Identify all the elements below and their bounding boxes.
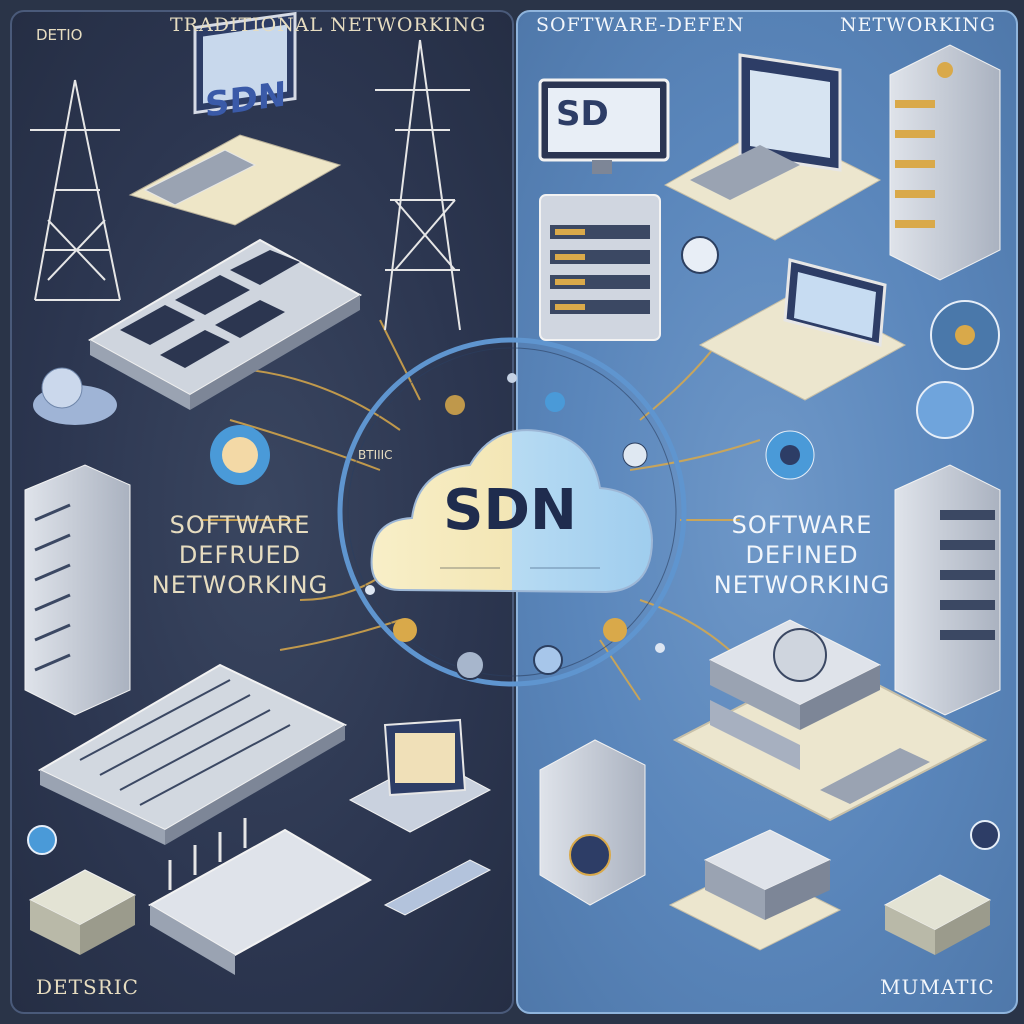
left-center-line1: SOFTWARE	[169, 511, 311, 539]
right-storage-unit	[668, 829, 842, 951]
left-server-rack	[24, 464, 131, 716]
left-center-caption: SOFTWARE DEFRUED NETWORKING	[150, 510, 330, 600]
cloud-sdn-label: SDN	[443, 478, 577, 543]
ring-node-icons	[365, 373, 665, 680]
right-server-tower	[889, 44, 1001, 281]
left-center-line2: DEFRUED	[178, 541, 302, 569]
hub-side-label: BTIIIC	[358, 448, 393, 462]
right-bottom-label: MUMATIC	[880, 975, 995, 999]
right-computer-monitor	[538, 78, 670, 174]
right-workstation	[663, 53, 882, 241]
right-small-boxes	[883, 874, 992, 955]
left-computer-monitor	[128, 11, 342, 226]
left-tablet	[383, 859, 492, 916]
left-router	[147, 818, 373, 975]
left-network-switch	[87, 238, 363, 410]
left-laptop	[348, 718, 492, 833]
left-corner-label: DETIO	[36, 26, 83, 44]
right-panel-title-part2: NETWORKING	[840, 14, 997, 36]
left-storage-box	[28, 869, 137, 955]
sdn-cloud-icon	[370, 429, 654, 594]
right-tall-rack	[894, 464, 1001, 716]
left-center-line3: NETWORKING	[151, 571, 329, 599]
globe-icon	[916, 381, 974, 439]
right-panel-title-part1: SOFTWARE-DEFEN	[536, 14, 745, 36]
transmission-tower-icon	[375, 39, 470, 331]
gear-icon	[210, 425, 270, 485]
hub-device-icon	[681, 236, 719, 274]
hub-ring	[337, 337, 687, 687]
left-lower-switch	[37, 663, 348, 845]
fan-icon	[930, 300, 1000, 370]
right-center-line3: NETWORKING	[713, 571, 891, 599]
right-round-button-icon	[970, 820, 1000, 850]
transmission-tower-icon	[30, 79, 121, 301]
right-center-caption: SOFTWARE DEFINED NETWORKING	[712, 510, 892, 600]
right-rack-cabinet	[539, 194, 661, 341]
right-center-line1: SOFTWARE	[731, 511, 873, 539]
right-monitor-screen-label: SD	[556, 94, 609, 134]
right-switch-stack	[672, 619, 988, 822]
right-server-cube	[539, 739, 646, 906]
right-laptop	[698, 258, 907, 401]
globe-device-icon	[33, 367, 117, 425]
left-panel-title: TRADITIONAL NETWORKING	[170, 14, 487, 36]
left-round-button-icon	[27, 825, 57, 855]
right-center-line2: DEFINED	[745, 541, 859, 569]
gear-icon	[765, 430, 815, 480]
left-bottom-label: DETSRIC	[36, 975, 139, 999]
